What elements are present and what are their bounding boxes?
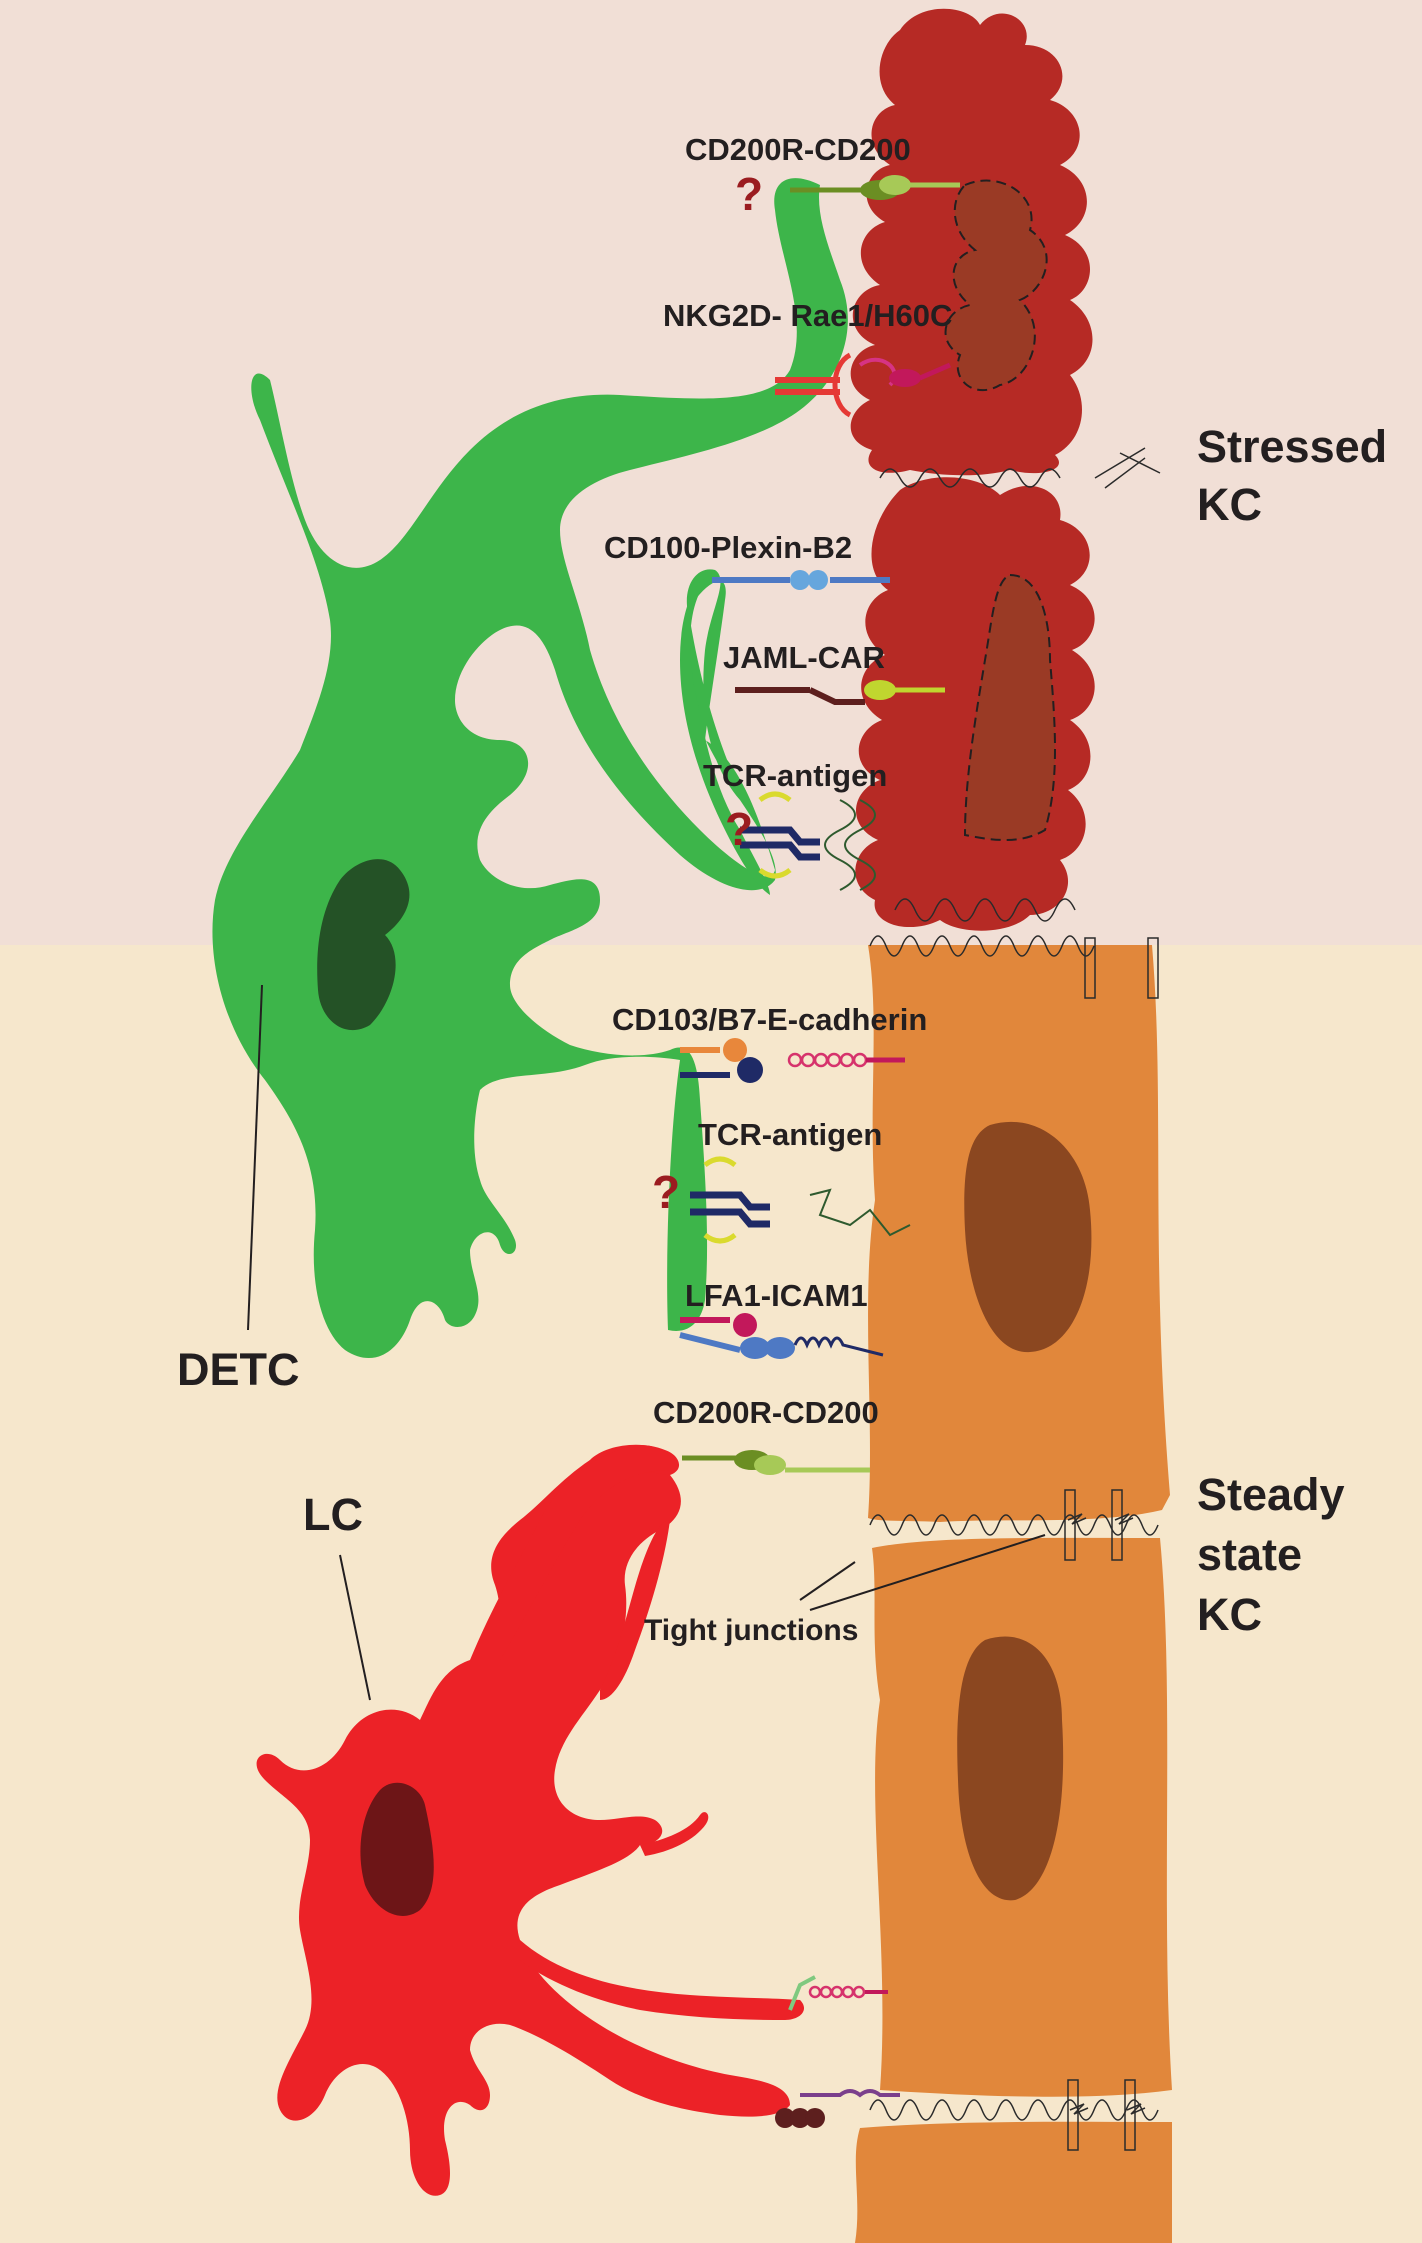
label-stressed-kc-line1: Stressed — [1197, 421, 1387, 472]
receptor-cd100-plexin — [712, 570, 890, 590]
receptor-lc-bottom — [775, 2089, 900, 2128]
lc-cell — [256, 1444, 805, 2196]
detc-nucleus — [317, 859, 410, 1031]
label-jaml-car: JAML-CAR — [723, 640, 885, 675]
detc-dendrite-middle — [680, 575, 770, 895]
steady-kc-nucleus-1 — [964, 1121, 1092, 1353]
label-nkg2d-rae1: NKG2D- Rae1/H60C — [663, 298, 952, 333]
receptor-cd200r-cd200-top — [790, 175, 960, 200]
label-steady-kc-line1: Steady — [1197, 1469, 1345, 1520]
steady-kc-cell-3 — [855, 2121, 1172, 2243]
lc-leader-line — [339, 1554, 371, 1701]
receptor-nkg2d-rae1 — [775, 352, 951, 418]
lc-dendrite-long-lower — [520, 1940, 805, 2020]
label-detc: DETC — [177, 1344, 300, 1395]
question-mark-tcr-top: ? — [725, 803, 753, 855]
receptor-lc-ecad — [788, 1975, 888, 2011]
label-cd103-ecad: CD103/B7-E-cadherin — [612, 1002, 927, 1037]
tight-junctions-leader-left — [799, 1561, 856, 1601]
label-cd200r-cd200-top: CD200R-CD200 — [685, 132, 911, 167]
question-mark-tcr-bottom: ? — [652, 1166, 680, 1218]
label-cd100-plexin: CD100-Plexin-B2 — [604, 530, 852, 565]
question-mark-top: ? — [735, 168, 763, 220]
receptor-lfa1-icam1 — [679, 1313, 884, 1359]
stressed-kc-nucleus-2 — [963, 573, 1056, 841]
tight-junction-strands — [869, 935, 1159, 2151]
receptor-cd200r-cd200-bottom — [682, 1450, 870, 1475]
label-cd200r-cd200-bottom: CD200R-CD200 — [653, 1395, 879, 1430]
receptor-tcr-antigen-top — [740, 791, 876, 891]
lc-nucleus — [360, 1782, 434, 1916]
lc-dendrite-mid — [600, 1520, 670, 1700]
label-steady-kc-line3: KC — [1197, 1589, 1262, 1640]
stressed-kc-nucleus-1 — [944, 179, 1048, 392]
label-tight-junctions: Tight junctions — [644, 1614, 858, 1647]
lc-cell-body — [256, 1451, 790, 2196]
label-tcr-antigen-bottom: TCR-antigen — [698, 1117, 882, 1152]
receptor-jaml-car — [735, 680, 945, 705]
label-steady-kc-line2: state — [1197, 1529, 1302, 1580]
label-lc: LC — [303, 1489, 363, 1540]
label-stressed-kc-line2: KC — [1197, 479, 1262, 530]
detc-cell-body — [212, 178, 848, 1359]
label-lfa1-icam1: LFA1-ICAM1 — [685, 1278, 868, 1313]
lc-dendrite-top — [470, 1445, 671, 1660]
stressed-junction-strands — [879, 447, 1161, 922]
label-tcr-antigen-top: TCR-antigen — [703, 758, 887, 793]
detc-cell — [212, 178, 848, 1359]
steady-keratinocytes — [855, 945, 1172, 2243]
stressed-keratinocytes — [850, 8, 1095, 931]
steady-kc-nucleus-2 — [957, 1636, 1064, 1901]
tight-junctions-leader-right — [809, 1534, 1046, 1611]
receptor-tcr-antigen-bottom — [690, 1156, 911, 1244]
stressed-kc-cell-2 — [855, 477, 1095, 931]
receptor-cd103-ecad — [680, 1038, 905, 1083]
lc-dendrite-right — [640, 1812, 709, 1856]
detc-leader-line — [247, 984, 263, 1331]
